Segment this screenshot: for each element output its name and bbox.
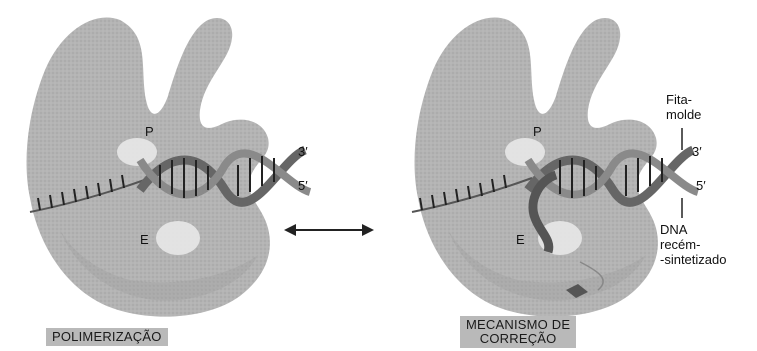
site-p-left: P — [145, 124, 154, 139]
site-p-right: P — [533, 124, 542, 139]
caption-polymerization: POLIMERIZAÇÃO — [46, 328, 168, 346]
e-site-left — [156, 221, 200, 255]
new-strand-label-line1: DNA — [660, 222, 726, 237]
new-strand-label-line3: -sintetizado — [660, 252, 726, 267]
caption-proofreading: MECANISMO DE CORREÇÃO — [460, 316, 576, 348]
caption-proofreading-line1: MECANISMO DE — [466, 318, 570, 332]
new-strand-label-line2: recém- — [660, 237, 726, 252]
site-e-left: E — [140, 232, 149, 247]
end-5-right: 5′ — [696, 178, 706, 193]
end-3-right: 3′ — [692, 144, 702, 159]
end-3-left: 3′ — [298, 144, 308, 159]
p-site-left — [117, 138, 157, 166]
template-label-line2: molde — [666, 107, 701, 122]
right-panel — [412, 17, 698, 316]
double-headed-arrow-icon — [284, 224, 374, 236]
end-5-left: 5′ — [298, 178, 308, 193]
site-e-right: E — [516, 232, 525, 247]
left-panel — [26, 17, 310, 316]
p-site-right — [505, 138, 545, 166]
caption-proofreading-line2: CORREÇÃO — [466, 332, 570, 346]
template-strand-label: Fita- molde — [666, 92, 701, 122]
template-label-line1: Fita- — [666, 92, 701, 107]
new-strand-label: DNA recém- -sintetizado — [660, 222, 726, 267]
